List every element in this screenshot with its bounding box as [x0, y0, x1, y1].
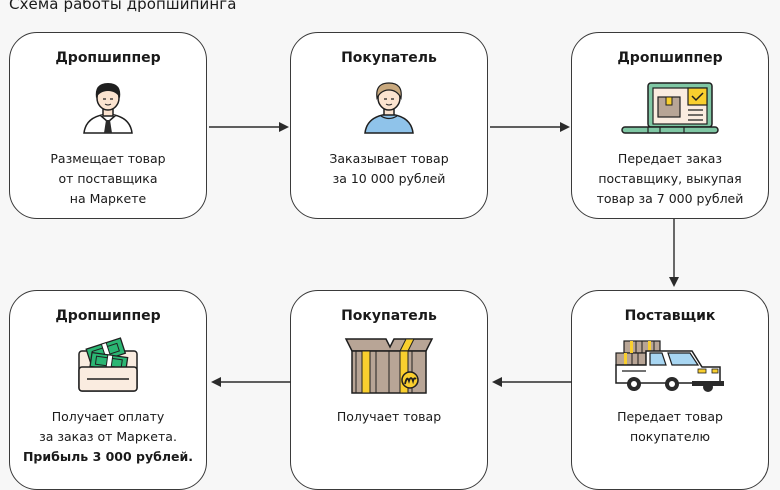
- step-card-6: Дропшиппер Получает оплату за заказ от М…: [9, 290, 207, 490]
- step-actor: Покупатель: [341, 308, 437, 324]
- desc-line: Получает товар: [336, 409, 442, 424]
- desc-line: покупателю: [629, 429, 711, 444]
- step-actor: Дропшиппер: [617, 50, 723, 66]
- step-card-4: Поставщик Передает товар покупателю: [571, 290, 769, 490]
- customer-icon: [361, 78, 417, 138]
- arrow-left-2: [211, 377, 291, 387]
- step-description: Размещает товар от поставщика на Маркете: [10, 149, 206, 209]
- desc-line: за заказ от Маркета.: [39, 429, 177, 444]
- desc-line: от поставщика: [58, 171, 158, 186]
- desc-line: Передает товар: [617, 409, 723, 424]
- desc-line: Заказывает товар: [329, 151, 449, 166]
- arrow-right-2: [490, 122, 570, 132]
- arrow-down: [669, 219, 679, 287]
- desc-line: Получает оплату: [51, 409, 165, 424]
- profit-highlight: Прибыль 3 000 рублей.: [22, 449, 194, 464]
- step-actor: Поставщик: [624, 308, 716, 324]
- diagram-title: Схема работы дропшипинга: [9, 0, 237, 13]
- step-actor: Дропшиппер: [55, 308, 161, 324]
- step-actor: Покупатель: [341, 50, 437, 66]
- step-card-3: Дропшиппер Передает заказ поставщику, вы…: [571, 32, 769, 219]
- step-description: Передает заказ поставщику, выкупая товар…: [572, 149, 768, 209]
- step-description: Передает товар покупателю: [572, 407, 768, 447]
- step-card-5: Покупатель Получает товар: [290, 290, 488, 490]
- money-wallet-icon: [77, 337, 139, 397]
- step-card-2: Покупатель Заказывает товар за 10 000 ру…: [290, 32, 488, 219]
- desc-line: за 10 000 рублей: [332, 171, 446, 186]
- step-description: Получает товар: [291, 407, 487, 427]
- desc-line: Размещает товар: [50, 151, 166, 166]
- parcel-box-icon: [344, 337, 434, 399]
- step-description: Получает оплату за заказ от Маркета. При…: [10, 407, 206, 467]
- desc-line: поставщику, выкупая: [598, 171, 742, 186]
- step-actor: Дропшиппер: [55, 50, 161, 66]
- step-description: Заказывает товар за 10 000 рублей: [291, 149, 487, 189]
- desc-line: товар за 7 000 рублей: [596, 191, 744, 206]
- businessman-icon: [80, 78, 136, 138]
- desc-line: Передает заказ: [617, 151, 723, 166]
- arrow-right-1: [209, 122, 289, 132]
- step-card-1: Дропшиппер Размещает товар от поставщика…: [9, 32, 207, 219]
- desc-line: на Маркете: [69, 191, 147, 206]
- arrow-left-1: [492, 377, 572, 387]
- delivery-truck-icon: [614, 337, 726, 397]
- laptop-order-icon: [620, 81, 720, 139]
